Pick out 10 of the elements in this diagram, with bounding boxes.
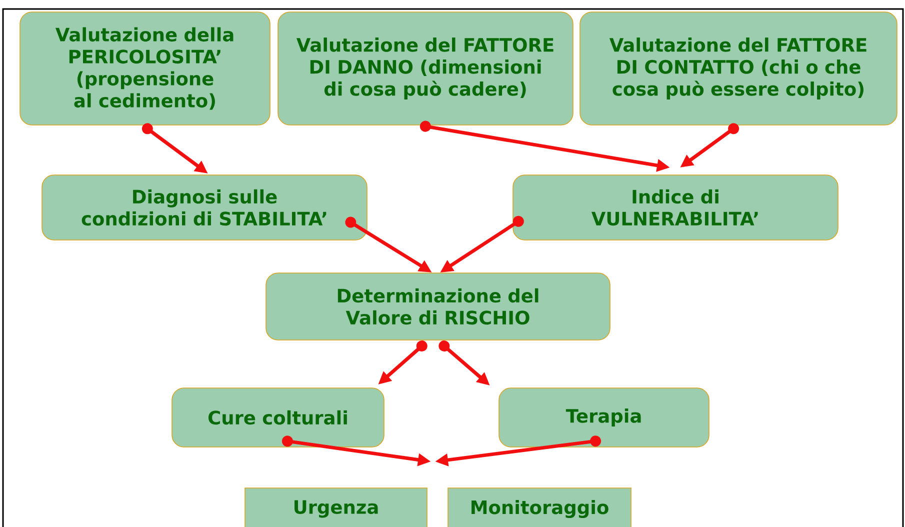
process-box: Monitoraggio	[448, 488, 632, 527]
process-box: Terapia	[498, 388, 710, 448]
process-box: Valutazione della PERICOLOSITA’ (propensione al cedimento)	[20, 12, 270, 126]
process-box: Urgenza	[244, 488, 428, 527]
process-box: Valutazione del FATTORE DI DANNO (dimensioni di cosa può cadere)	[278, 12, 574, 126]
process-box: Diagnosi sulle condizioni di STABILITA’	[42, 174, 368, 240]
process-box: Valutazione del FATTORE DI CONTATTO (chi o che cosa può essere colpito)	[580, 12, 898, 126]
process-box: Cure colturali	[172, 388, 384, 448]
process-box: Indice di VULNERABILITA’	[512, 174, 838, 240]
process-box: Determinazione del Valore di RISCHIO	[266, 272, 610, 340]
